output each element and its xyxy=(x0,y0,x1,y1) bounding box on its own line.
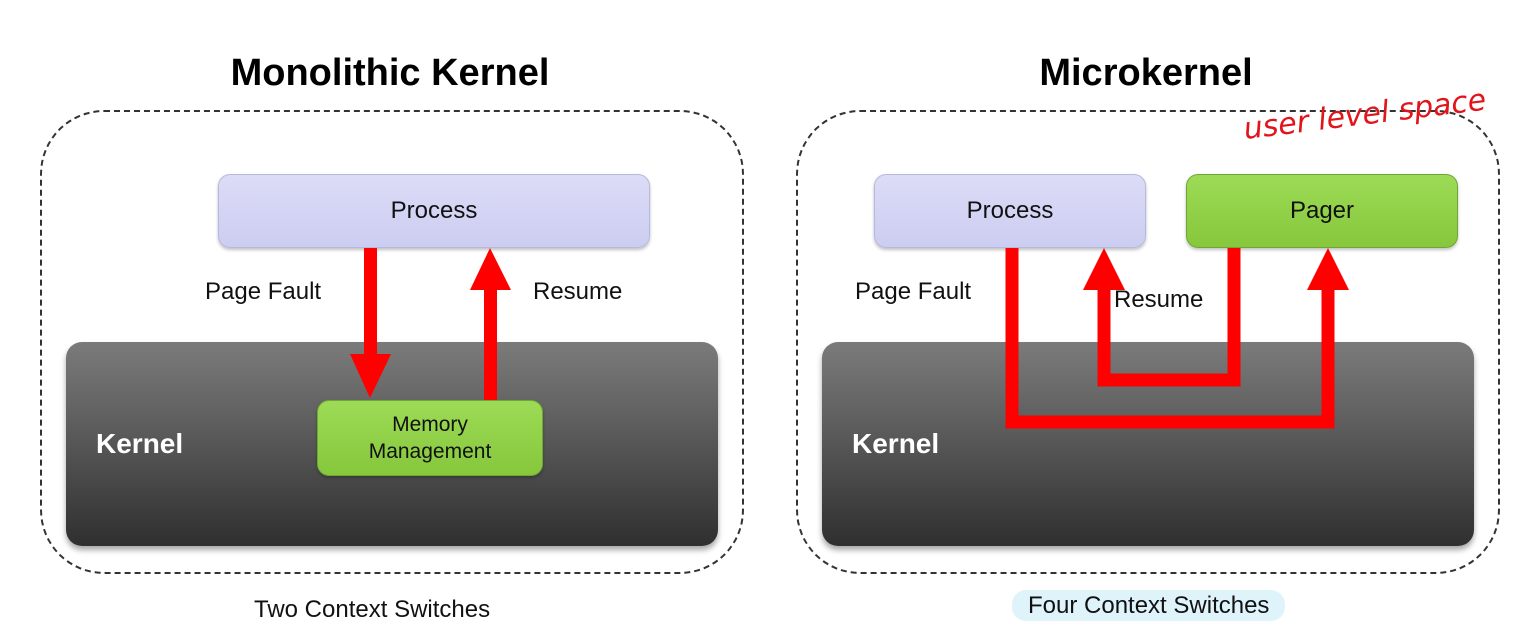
monolithic-title: Monolithic Kernel xyxy=(230,52,550,94)
monolithic-page-fault-label: Page Fault xyxy=(205,278,322,305)
microkernel-kernel-box: Kernel xyxy=(822,342,1474,546)
memory-management-line1: Memory xyxy=(392,413,468,436)
monolithic-kernel-label: Kernel xyxy=(96,428,184,459)
microkernel-page-fault-label: Page Fault xyxy=(855,278,972,305)
microkernel-process-label: Process xyxy=(966,197,1054,224)
memory-management-box: Memory Management xyxy=(317,400,543,476)
microkernel-title: Microkernel xyxy=(1039,52,1253,94)
monolithic-caption: Two Context Switches xyxy=(254,596,491,623)
monolithic-resume-label: Resume xyxy=(533,278,623,305)
microkernel-caption: Four Context Switches xyxy=(1012,590,1286,621)
microkernel-kernel-label: Kernel xyxy=(852,428,940,459)
microkernel-boundary xyxy=(796,110,1500,574)
pager-label: Pager xyxy=(1289,197,1355,224)
monolithic-kernel-box: Kernel xyxy=(66,342,718,546)
monolithic-process-label: Process xyxy=(390,197,478,224)
microkernel-resume-label: Resume xyxy=(1114,286,1204,313)
monolithic-process-box: Process xyxy=(218,174,650,248)
microkernel-caption-highlight: Four Context Switches xyxy=(1012,590,1286,621)
memory-management-line2: Management xyxy=(368,440,492,463)
microkernel-process-box: Process xyxy=(874,174,1146,248)
pager-box: Pager xyxy=(1186,174,1458,248)
monolithic-boundary xyxy=(40,110,744,574)
